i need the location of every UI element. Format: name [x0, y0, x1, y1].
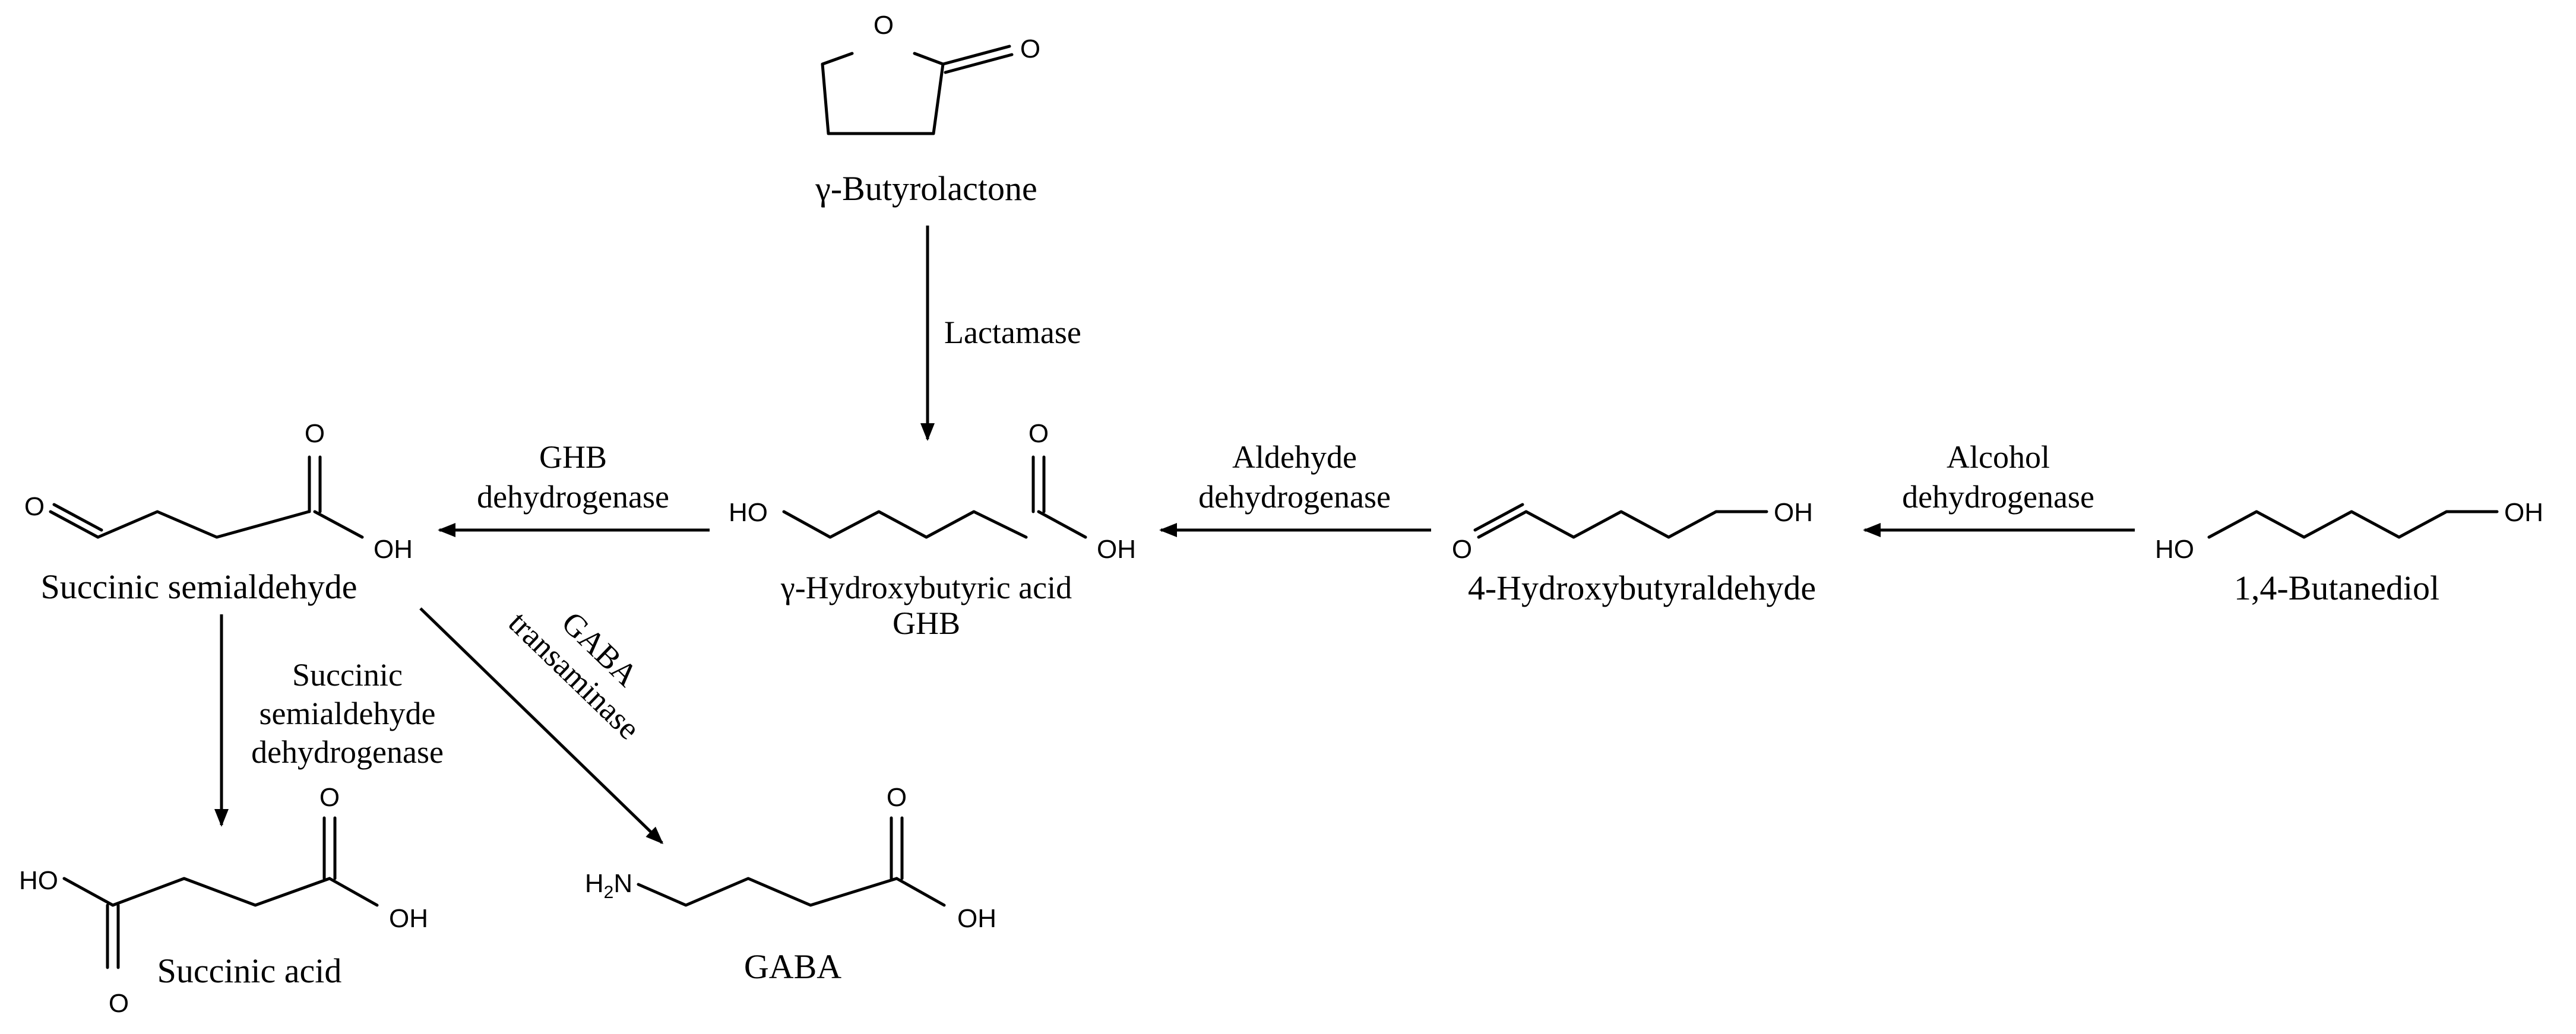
butanediol-structure: HO OH: [2155, 498, 2543, 564]
succinic-semialdehyde-label: Succinic semialdehyde: [40, 567, 357, 606]
hydroxybutyraldehyde-structure: O OH: [1452, 498, 1813, 564]
butyrolactone-structure: O O: [821, 11, 1040, 135]
lactamase-label: Lactamase: [944, 315, 1081, 350]
succinic-semialdehyde-structure: O O OH: [24, 419, 413, 564]
atom-o: O: [305, 419, 325, 448]
atom-o: O: [109, 989, 129, 1018]
alcohol-dehydrogenase-label-1: Alcohol: [1947, 439, 2050, 475]
butyrolactone-label: γ-Butyrolactone: [815, 169, 1037, 208]
aldehyde-dehydrogenase-label-2: dehydrogenase: [1198, 479, 1391, 515]
atom-ho: HO: [19, 866, 58, 895]
atom-o-ring: O: [874, 11, 894, 40]
atom-oh: OH: [2504, 498, 2543, 527]
atom-o: O: [319, 783, 340, 812]
ssa-dehydrogenase-label-1: Succinic: [292, 657, 403, 693]
atom-oh: OH: [1097, 535, 1136, 564]
atom-o: O: [887, 783, 907, 812]
butanediol-label: 1,4-Butanediol: [2234, 569, 2439, 607]
succinic-acid-structure: HO O O OH: [19, 783, 428, 1018]
atom-h2n: H2N: [585, 869, 632, 902]
ghb-name-label: γ-Hydroxybutyric acid: [780, 570, 1072, 605]
atom-oh: OH: [374, 535, 413, 564]
ssa-dehydrogenase-label-3: dehydrogenase: [251, 734, 444, 770]
atom-o-carbonyl: O: [1020, 34, 1040, 64]
ghb-structure: HO O OH: [729, 419, 1136, 564]
ghb-abbr-label: GHB: [893, 605, 960, 641]
hydroxybutyraldehyde-label: 4-Hydroxybutyraldehyde: [1468, 569, 1816, 607]
atom-o: O: [1028, 419, 1049, 448]
ghb-dehydrogenase-label-2: dehydrogenase: [477, 479, 669, 515]
gaba-transaminase-arrow: [419, 607, 664, 845]
gaba-structure: H2N O OH: [585, 783, 996, 933]
gaba-label: GABA: [744, 947, 841, 986]
ghb-dehydrogenase-label-1: GHB: [539, 439, 607, 475]
atom-o: O: [24, 492, 45, 521]
atom-ho: HO: [2155, 535, 2194, 564]
aldehyde-dehydrogenase-label-1: Aldehyde: [1232, 439, 1357, 475]
atom-oh: OH: [1774, 498, 1813, 527]
succinic-acid-label: Succinic acid: [157, 951, 342, 990]
alcohol-dehydrogenase-label-2: dehydrogenase: [1902, 479, 2094, 515]
atom-oh: OH: [389, 904, 428, 933]
atom-oh: OH: [957, 904, 996, 933]
atom-o: O: [1452, 535, 1472, 564]
atom-ho: HO: [729, 498, 768, 527]
ssa-dehydrogenase-label-2: semialdehyde: [260, 696, 436, 731]
